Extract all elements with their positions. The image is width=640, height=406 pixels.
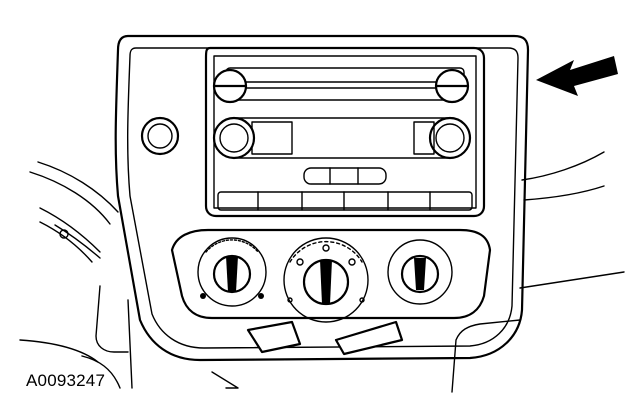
top-left-knob	[212, 68, 248, 104]
climate-buttons	[246, 320, 404, 356]
volume-knob	[212, 116, 256, 160]
center-buttons	[303, 167, 387, 185]
radio-faceplate	[204, 46, 486, 218]
tune-knob	[428, 116, 472, 160]
figure-id-label: A0093247	[26, 371, 106, 390]
top-right-knob	[434, 68, 470, 104]
mode-dial	[283, 237, 369, 323]
fan-dial	[387, 239, 453, 305]
temperature-dial	[197, 237, 267, 307]
dashboard-contours	[19, 151, 625, 393]
left-knob	[140, 116, 180, 156]
preset-buttons	[217, 191, 473, 211]
climate-control-panel	[170, 228, 492, 356]
outer-bezel	[114, 34, 530, 362]
arrow-left-icon	[536, 56, 618, 96]
